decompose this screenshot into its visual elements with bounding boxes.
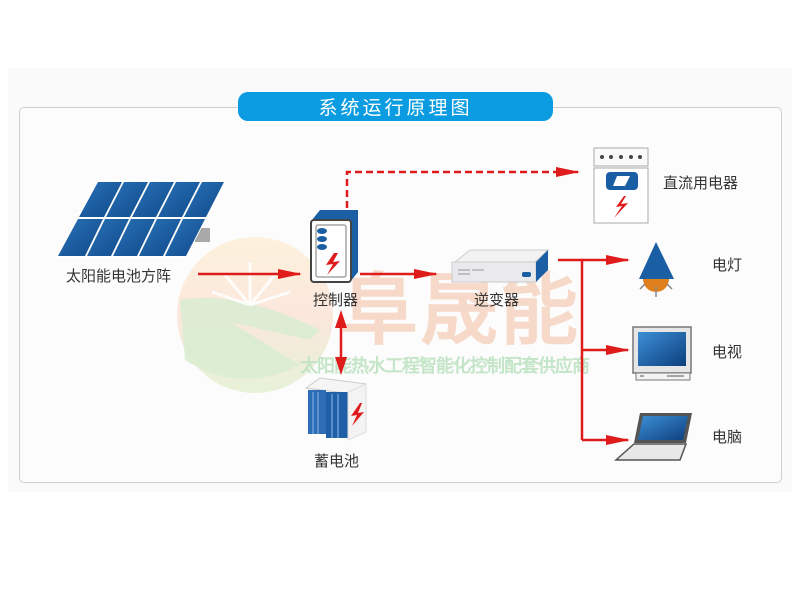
- label-lamp: 电灯: [712, 256, 743, 274]
- flow-arrows: [198, 167, 630, 445]
- label-solar-array: 太阳能电池方阵: [66, 267, 172, 285]
- lightning-icon: [326, 253, 340, 275]
- label-controller: 控制器: [313, 291, 359, 309]
- diagram-title: 系统运行原理图: [238, 92, 553, 121]
- laptop-icon: [614, 413, 692, 461]
- tv-icon: [632, 326, 692, 381]
- watermark-tagline: 太阳能热水工程智能化控制配套供应商: [300, 356, 590, 377]
- label-inverter: 逆变器: [474, 291, 520, 309]
- arrow-controller-battery: [335, 310, 347, 375]
- arrow-controller-to-dc: [345, 167, 580, 208]
- watermark-sun-rays: [211, 262, 291, 307]
- diagram-title-text: 系统运行原理图: [318, 97, 473, 119]
- label-computer: 电脑: [712, 428, 743, 446]
- label-tv: 电视: [712, 343, 743, 361]
- dc-appliance-icon: [593, 147, 649, 224]
- lightning-icon: [614, 196, 628, 218]
- label-dc-appliance: 直流用电器: [663, 174, 739, 192]
- watermark-swoosh: [180, 298, 320, 379]
- controller-icon: [310, 210, 358, 283]
- inverter-icon: [451, 249, 550, 283]
- battery-icon: [304, 377, 368, 441]
- inverter-bus-line: [558, 258, 584, 440]
- label-battery: 蓄电池: [314, 452, 360, 470]
- lamp-icon: [639, 242, 674, 297]
- solar-panel-icon: [56, 180, 226, 258]
- lightning-icon: [351, 403, 364, 426]
